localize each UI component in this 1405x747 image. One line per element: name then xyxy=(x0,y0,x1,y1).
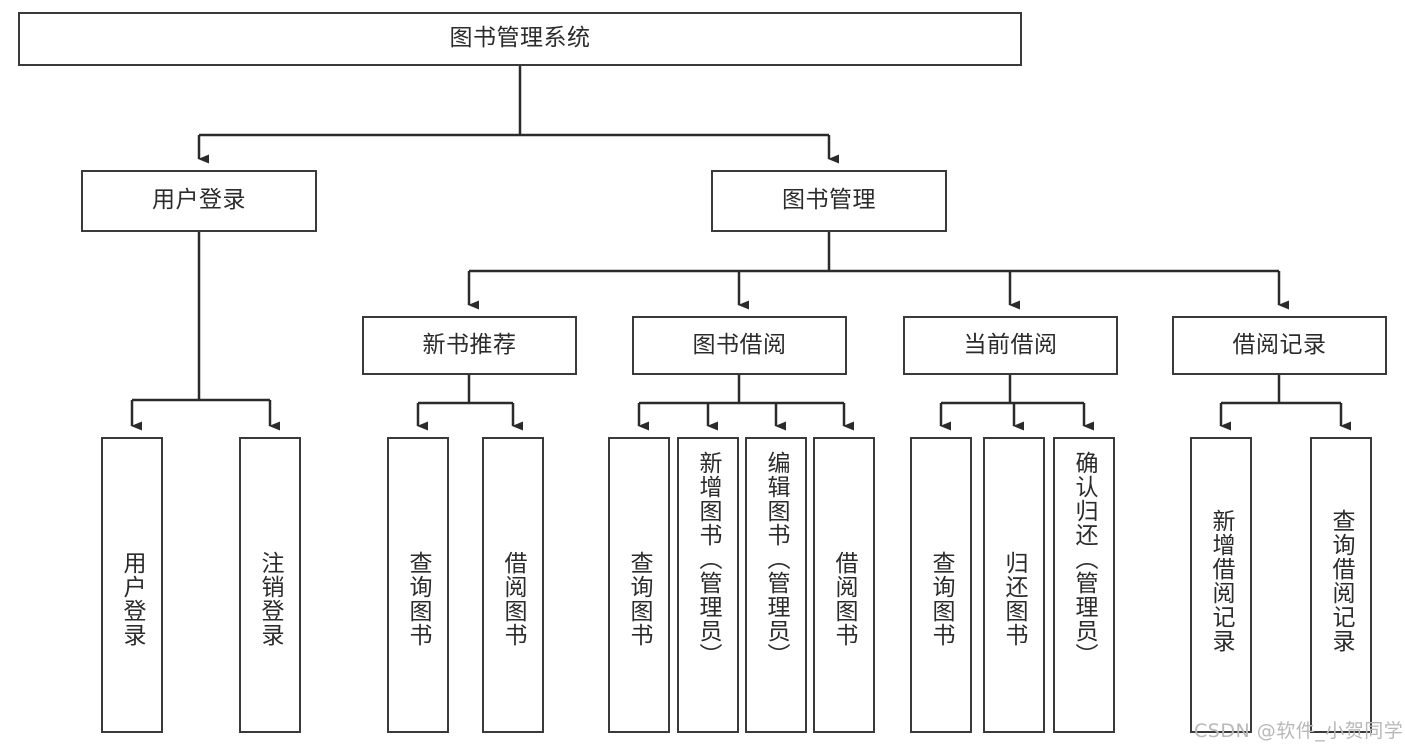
node-root[interactable]: 图书管理系统 xyxy=(18,12,1022,66)
node-label: 借阅记录 xyxy=(1232,331,1327,358)
node-label: 图书管理系统 xyxy=(449,25,591,52)
node-label: 确认归还（管理员） xyxy=(1071,451,1098,667)
node-leaf-confirm-return[interactable]: 确认归还（管理员） xyxy=(1053,437,1115,733)
node-label: 注销登录 xyxy=(257,551,284,647)
node-leaf-user-login[interactable]: 用户登录 xyxy=(101,437,163,733)
node-label: 新增借阅记录 xyxy=(1208,509,1235,653)
node-label: 编辑图书（管理员） xyxy=(763,451,790,667)
node-label: 借阅图书 xyxy=(831,551,858,647)
node-leaf-query-book-rec[interactable]: 查询图书 xyxy=(387,437,449,733)
node-book-manage[interactable]: 图书管理 xyxy=(711,170,947,232)
node-leaf-borrow-book[interactable]: 借阅图书 xyxy=(813,437,875,733)
watermark-csdn: CSDN @软件_小贺同学 xyxy=(1194,720,1404,742)
node-leaf-user-logout[interactable]: 注销登录 xyxy=(239,437,301,733)
node-label: 新增图书（管理员） xyxy=(695,451,722,667)
node-leaf-add-book[interactable]: 新增图书（管理员） xyxy=(677,437,739,733)
node-label: 查询图书 xyxy=(928,551,955,647)
node-new-book-rec[interactable]: 新书推荐 xyxy=(362,316,577,375)
node-label: 当前借阅 xyxy=(963,331,1058,358)
node-label: 借阅图书 xyxy=(500,551,527,647)
node-leaf-return-book[interactable]: 归还图书 xyxy=(983,437,1045,733)
node-borrow-record[interactable]: 借阅记录 xyxy=(1172,316,1387,375)
node-label: 新书推荐 xyxy=(422,331,517,358)
node-leaf-query-book-borrow[interactable]: 查询图书 xyxy=(608,437,670,733)
node-leaf-query-borrow-record[interactable]: 查询借阅记录 xyxy=(1310,437,1372,733)
node-label: 查询图书 xyxy=(626,551,653,647)
node-label: 用户登录 xyxy=(152,187,246,214)
node-label: 用户登录 xyxy=(119,551,146,647)
node-user-login[interactable]: 用户登录 xyxy=(81,170,317,232)
node-leaf-edit-book[interactable]: 编辑图书（管理员） xyxy=(745,437,807,733)
node-leaf-borrow-book-rec[interactable]: 借阅图书 xyxy=(482,437,544,733)
node-book-borrow[interactable]: 图书借阅 xyxy=(632,316,847,375)
node-label: 归还图书 xyxy=(1001,551,1028,647)
node-label: 图书借阅 xyxy=(692,331,787,358)
node-current-borrow[interactable]: 当前借阅 xyxy=(903,316,1118,375)
node-label: 图书管理 xyxy=(782,187,876,214)
node-leaf-query-book-current[interactable]: 查询图书 xyxy=(910,437,972,733)
node-label: 查询图书 xyxy=(405,551,432,647)
node-leaf-add-borrow-record[interactable]: 新增借阅记录 xyxy=(1190,437,1252,733)
node-label: 查询借阅记录 xyxy=(1328,509,1355,653)
